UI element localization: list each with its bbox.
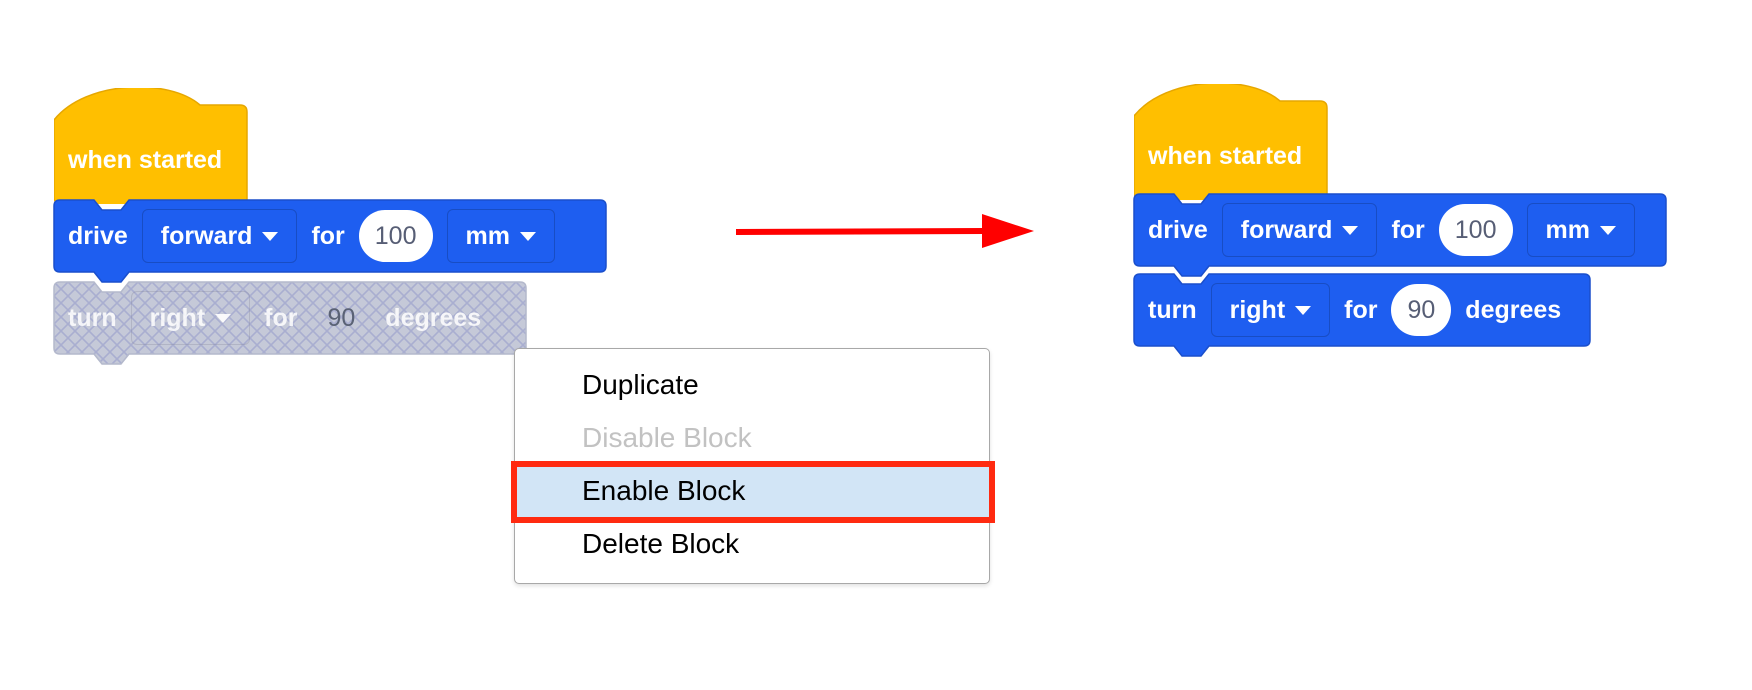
drive-label: drive — [68, 221, 128, 250]
drive-block-shape — [53, 199, 607, 283]
degrees-label: degrees — [1465, 295, 1562, 324]
when-started-hat-block[interactable]: when started — [1133, 82, 1328, 209]
distance-input[interactable]: 100 — [358, 210, 433, 262]
turn-label: turn — [1148, 295, 1197, 324]
hat-block-label: when started — [68, 146, 223, 174]
direction-dropdown[interactable]: forward — [141, 209, 298, 263]
unit-dropdown[interactable]: mm — [1526, 203, 1635, 257]
caret-down-icon — [262, 231, 279, 241]
for-label: for — [264, 303, 298, 332]
turn-direction-value: right — [1229, 295, 1286, 324]
highlight-box — [511, 461, 995, 523]
drive-block[interactable]: drive forward for 100 mm — [53, 199, 607, 283]
right-arrow-icon — [736, 214, 1034, 248]
angle-input[interactable]: 90 — [1391, 284, 1452, 336]
turn-block-disabled-content: turn right for 90 degrees — [54, 282, 495, 354]
unit-value: mm — [1545, 215, 1590, 244]
unit-value: mm — [465, 221, 510, 250]
turn-block-disabled[interactable]: turn right for 90 degrees — [53, 281, 527, 365]
drive-label: drive — [1148, 215, 1208, 244]
when-started-hat-block[interactable]: when started — [53, 86, 248, 213]
caret-down-icon — [519, 231, 536, 241]
caret-down-icon — [1599, 225, 1616, 235]
direction-dropdown[interactable]: forward — [1221, 203, 1378, 257]
turn-label: turn — [68, 303, 117, 332]
caret-down-icon — [1295, 305, 1312, 315]
drive-block[interactable]: drive forward for 100 mm — [1133, 193, 1667, 277]
caret-down-icon — [1342, 225, 1359, 235]
for-label: for — [311, 221, 345, 250]
turn-direction-dropdown[interactable]: right — [130, 291, 251, 345]
unit-dropdown[interactable]: mm — [446, 209, 555, 263]
angle-input[interactable]: 90 — [327, 303, 356, 332]
for-label: for — [1391, 215, 1425, 244]
for-label: for — [1344, 295, 1378, 324]
turn-block-content: turn right for 90 degrees — [1134, 274, 1575, 346]
caret-down-icon — [215, 313, 232, 323]
direction-value: forward — [1240, 215, 1333, 244]
degrees-label: degrees — [385, 303, 482, 332]
drive-block-content: drive forward for 100 mm — [1134, 194, 1649, 266]
turn-block[interactable]: turn right for 90 degrees — [1133, 273, 1591, 357]
distance-input[interactable]: 100 — [1438, 204, 1513, 256]
menu-item-enable-block[interactable]: Enable Block — [515, 465, 989, 517]
drive-block-shape — [1133, 193, 1667, 277]
menu-item-delete-block[interactable]: Delete Block — [582, 528, 740, 559]
turn-direction-dropdown[interactable]: right — [1210, 283, 1331, 337]
menu-item-duplicate[interactable]: Duplicate — [582, 369, 699, 400]
menu-item-disable-block: Disable Block — [582, 422, 752, 453]
hat-block-label: when started — [1148, 142, 1303, 170]
turn-block-shape — [1133, 273, 1591, 357]
drive-block-content: drive forward for 100 mm — [54, 200, 569, 272]
turn-direction-value: right — [149, 303, 206, 332]
direction-value: forward — [160, 221, 253, 250]
